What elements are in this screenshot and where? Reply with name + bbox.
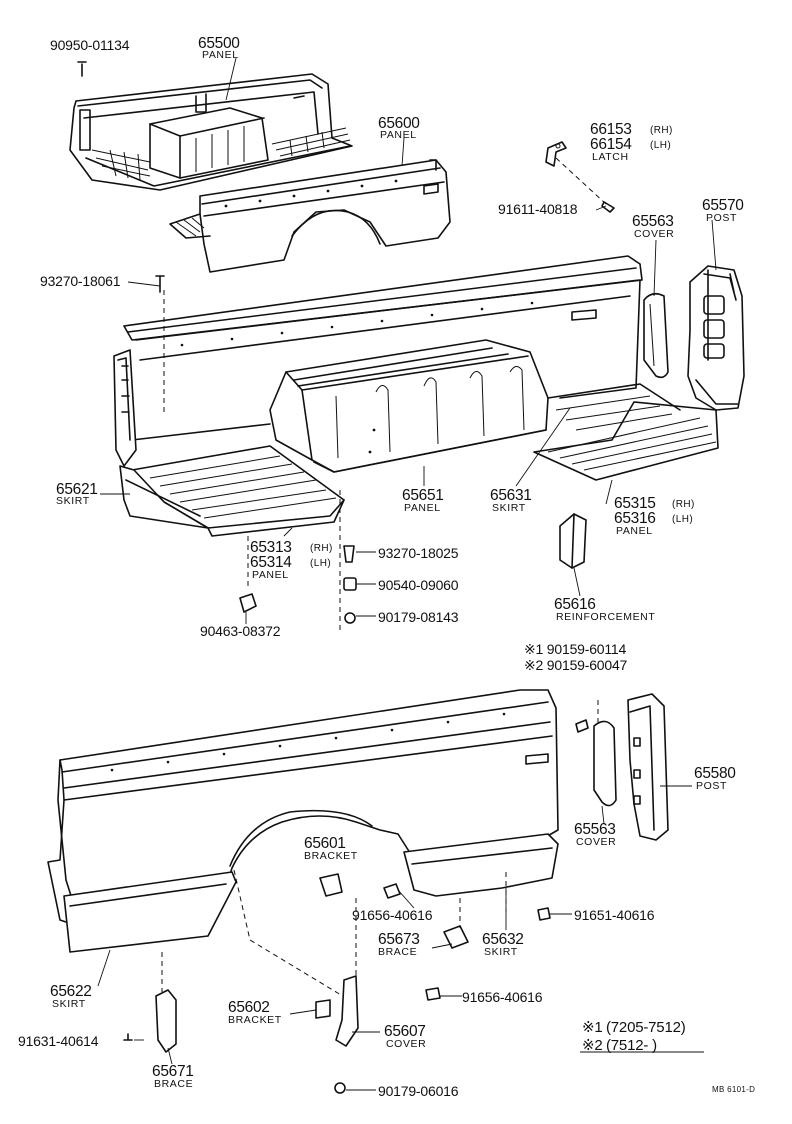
outer-side-panel-drawing [47, 689, 669, 1000]
part-number: 65621 [56, 481, 98, 498]
part-number: ※1 90159-60114 [524, 641, 627, 657]
lower-brackets-drawing [123, 873, 551, 1094]
part-number: 91656-40616 [352, 907, 433, 923]
part-number-2: 66154 [590, 136, 632, 153]
part-name: PANEL [380, 129, 417, 141]
part-number: 65673 [378, 931, 420, 948]
part-number: ※2 90159-60047 [524, 657, 628, 673]
part-number: 91631-40614 [18, 1033, 99, 1049]
part-number: 65671 [152, 1063, 194, 1080]
part-name: BRACKET [304, 850, 358, 862]
bed-panel-65500-drawing [69, 73, 353, 191]
part-number: 93270-18025 [378, 545, 459, 561]
part-number: 65651 [402, 487, 444, 504]
part-name: LATCH [592, 151, 629, 163]
reinforcement-65616-drawing [559, 513, 587, 569]
side-lh: (LH) [650, 140, 672, 151]
part-name: PANEL [616, 525, 653, 537]
part-name: SKIRT [56, 495, 90, 507]
part-number: 65631 [490, 487, 532, 504]
part-number: 66153 [590, 121, 632, 138]
part-number: 90179-06016 [378, 1083, 459, 1099]
part-number: 65616 [554, 596, 596, 613]
part-number: 65313 [250, 539, 292, 556]
side-rh: (RH) [310, 543, 333, 554]
part-name: COVER [634, 228, 675, 240]
part-number: 65500 [198, 35, 240, 52]
part-name: PANEL [404, 502, 441, 514]
part-number: 65315 [614, 495, 656, 512]
side-lh: (LH) [310, 558, 332, 569]
part-name: SKIRT [52, 998, 86, 1010]
part-number: 90950-01134 [50, 37, 130, 53]
legend-range-2: (7512- ) [606, 1037, 657, 1054]
latch-66153-drawing [545, 141, 615, 213]
part-name: PANEL [252, 569, 289, 581]
part-number: 65580 [694, 765, 736, 782]
part-number: 65607 [384, 1023, 426, 1040]
part-number: 91656-40616 [462, 989, 543, 1005]
side-rh: (RH) [672, 499, 695, 510]
part-name: SKIRT [484, 946, 518, 958]
part-name: PANEL [202, 49, 239, 61]
part-number: 93270-18061 [40, 273, 121, 289]
legend-mark-1: ※1 [582, 1019, 603, 1036]
part-number: 65601 [304, 835, 346, 852]
part-number: 90540-09060 [378, 577, 459, 593]
part-name: REINFORCEMENT [556, 611, 656, 623]
part-number-2: 65314 [250, 554, 292, 571]
part-number: 65622 [50, 983, 92, 1000]
part-number: 65632 [482, 931, 524, 948]
drawing-reference: MB 6101-D [712, 1085, 756, 1094]
part-number: 91651-40616 [574, 907, 655, 923]
side-panel-65600-drawing [169, 159, 451, 273]
part-number: 65563 [574, 821, 616, 838]
leader-lines [97, 57, 717, 1091]
part-number: 65570 [702, 197, 744, 214]
part-number: 91611-40818 [498, 201, 578, 217]
post-65570-drawing [643, 265, 745, 411]
side-lh: (LH) [672, 514, 694, 525]
part-name: COVER [386, 1038, 427, 1050]
side-rh: (RH) [650, 125, 673, 136]
part-number: 65563 [632, 213, 674, 230]
part-number-2: 65316 [614, 510, 656, 527]
part-number: 65600 [378, 115, 420, 132]
part-name: COVER [576, 836, 617, 848]
part-name: POST [696, 780, 727, 792]
part-name: BRACKET [228, 1014, 282, 1026]
part-number: 90179-08143 [378, 609, 459, 625]
legend-range-1: (7205-7512) [606, 1019, 686, 1036]
legend-mark-2: ※2 [582, 1037, 603, 1054]
part-name: SKIRT [492, 502, 526, 514]
part-name: BRACE [154, 1078, 194, 1090]
part-name: BRACE [378, 946, 418, 958]
part-number: 65602 [228, 999, 270, 1016]
bed-assembly-drawing [113, 255, 719, 632]
part-name: POST [706, 212, 737, 224]
part-number: 90463-08372 [200, 623, 281, 639]
